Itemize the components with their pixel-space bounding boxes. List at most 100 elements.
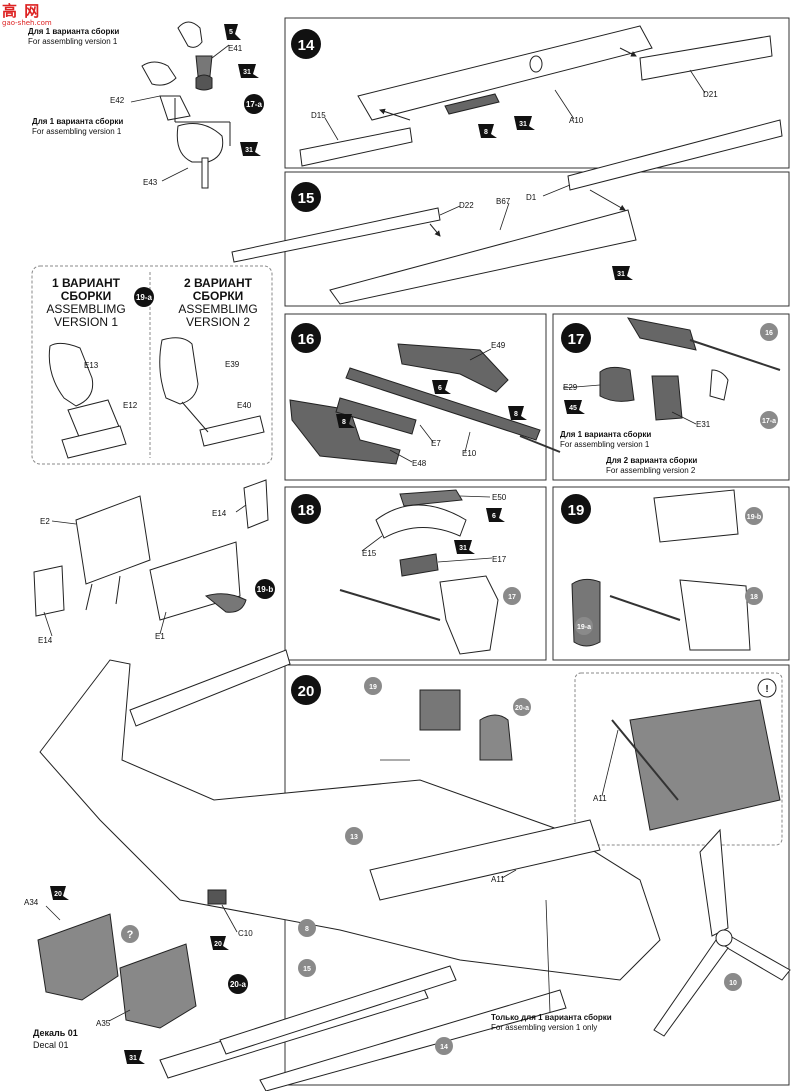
svg-text:8: 8: [484, 129, 488, 136]
step-badge-18: [291, 494, 321, 524]
svg-text:E29: E29: [563, 383, 578, 392]
svg-text:6: 6: [438, 385, 442, 392]
leader-lines: [43, 44, 706, 1022]
svg-text:31: 31: [245, 147, 253, 154]
svg-text:E15: E15: [362, 549, 377, 558]
svg-text:A35: A35: [96, 1019, 111, 1028]
instrument-panels: [37, 889, 227, 1029]
note-v1-en-mid: For assembling version 1: [32, 127, 122, 136]
note-v1only-en: For assembling version 1 only: [491, 1023, 598, 1032]
aircraft-fuselage: [39, 649, 791, 1091]
svg-text:E42: E42: [110, 96, 125, 105]
svg-text:E13: E13: [84, 361, 99, 370]
svg-text:18: 18: [298, 502, 315, 519]
step-numbers: 14 15 16 17 18 19 20: [298, 37, 585, 700]
svg-text:5: 5: [229, 29, 233, 36]
ref-circles: [121, 323, 778, 1055]
note-17-v1-ru: Для 1 варианта сборки: [560, 430, 652, 439]
svg-text:A11: A11: [491, 875, 505, 884]
engine-detail-art: [611, 699, 781, 831]
svg-text:20: 20: [298, 683, 315, 700]
variant2-en-line1: ASSEMBLIMG: [178, 302, 258, 316]
svg-text:A34: A34: [24, 898, 39, 907]
svg-text:8: 8: [305, 926, 309, 933]
svg-text:14: 14: [440, 1044, 448, 1051]
step14-artwork: [299, 25, 773, 167]
svg-text:E14: E14: [38, 636, 53, 645]
step17-parts: [599, 317, 781, 421]
variant2-ru-line2: СБОРКИ: [192, 289, 244, 303]
svg-text:31: 31: [519, 121, 527, 128]
svg-text:17: 17: [508, 594, 516, 601]
warning-circle: [757, 678, 777, 698]
sub-badge-numbers: 17-a 19-a 19-b 20-a: [136, 100, 273, 989]
svg-text:17: 17: [568, 331, 585, 348]
step-badge-20: [291, 675, 321, 705]
svg-text:C10: C10: [238, 929, 253, 938]
panel-step-19: [552, 486, 790, 661]
svg-text:17-a: 17-a: [246, 100, 263, 109]
svg-text:E7: E7: [431, 439, 441, 448]
svg-text:E1: E1: [155, 632, 165, 641]
svg-text:19-b: 19-b: [257, 585, 274, 594]
svg-text:19: 19: [369, 684, 377, 691]
panel-step-17: [552, 313, 790, 481]
badge-20a: [228, 974, 248, 994]
svg-text:B67: B67: [496, 197, 511, 206]
svg-text:8: 8: [514, 411, 518, 418]
svg-text:E40: E40: [237, 401, 252, 410]
svg-text:D22: D22: [459, 201, 474, 210]
svg-text:31: 31: [243, 69, 251, 76]
svg-text:E49: E49: [491, 341, 506, 350]
svg-text:20: 20: [54, 891, 62, 898]
svg-text:E39: E39: [225, 360, 240, 369]
svg-text:D15: D15: [311, 111, 326, 120]
svg-text:10: 10: [729, 980, 737, 987]
svg-text:18: 18: [750, 594, 758, 601]
step-badges: [134, 29, 591, 994]
note-17-v2-ru: Для 2 варианта сборки: [606, 456, 698, 465]
svg-text:20-a: 20-a: [230, 980, 247, 989]
svg-text:D21: D21: [703, 90, 718, 99]
svg-text:8: 8: [342, 419, 346, 426]
step-badge-16: [291, 323, 321, 353]
ref-numbers: 16 17-a 17 18 19-b 19-a 19 20-a 13 8 15 …: [127, 330, 776, 1051]
paint-badges: [50, 24, 633, 1064]
step-badge-17: [561, 323, 591, 353]
svg-text:31: 31: [129, 1055, 137, 1062]
svg-text:6: 6: [492, 513, 496, 520]
svg-text:14: 14: [298, 37, 315, 54]
svg-text:19-a: 19-a: [136, 293, 153, 302]
svg-text:19-a: 19-a: [577, 624, 591, 631]
svg-text:31: 31: [459, 545, 467, 552]
svg-text:15: 15: [298, 190, 315, 207]
svg-text:16: 16: [298, 331, 315, 348]
svg-text:20: 20: [214, 941, 222, 948]
decal-en: Decal 01: [33, 1040, 69, 1050]
panel-step-15: [284, 171, 790, 307]
svg-text:A11: A11: [593, 794, 607, 803]
step-badge-19: [561, 494, 591, 524]
badge-19b: [255, 579, 275, 599]
variant1-en-line2: VERSION 1: [53, 315, 119, 329]
variant1-en-line1: ASSEMBLIMG: [46, 302, 126, 316]
svg-text:E41: E41: [228, 44, 243, 53]
gun-bay-parts-e1-e2-e14: [33, 479, 269, 621]
step15-artwork: [231, 119, 783, 305]
svg-text:?: ?: [127, 929, 134, 941]
part-labels: E41 E42 E43 D15 D21 A10 D22 B67 D1 E13 E…: [24, 44, 718, 1028]
svg-text:E2: E2: [40, 517, 50, 526]
engine-detail-box: [574, 672, 783, 846]
svg-text:D1: D1: [526, 193, 537, 202]
badge-17a: [244, 94, 264, 114]
step-badge-15: [291, 182, 321, 212]
paint-numbers: 5 31 31 8 31 31 6 8 8 45 6 31 20 20 31: [54, 29, 625, 1062]
step18-parts: [339, 489, 499, 655]
note-17-v2-en: For assembling version 2: [606, 466, 696, 475]
step19-parts: [571, 489, 751, 651]
svg-text:E17: E17: [492, 555, 507, 564]
panel-step-18: [284, 486, 547, 661]
step-badge-14: [291, 29, 321, 59]
